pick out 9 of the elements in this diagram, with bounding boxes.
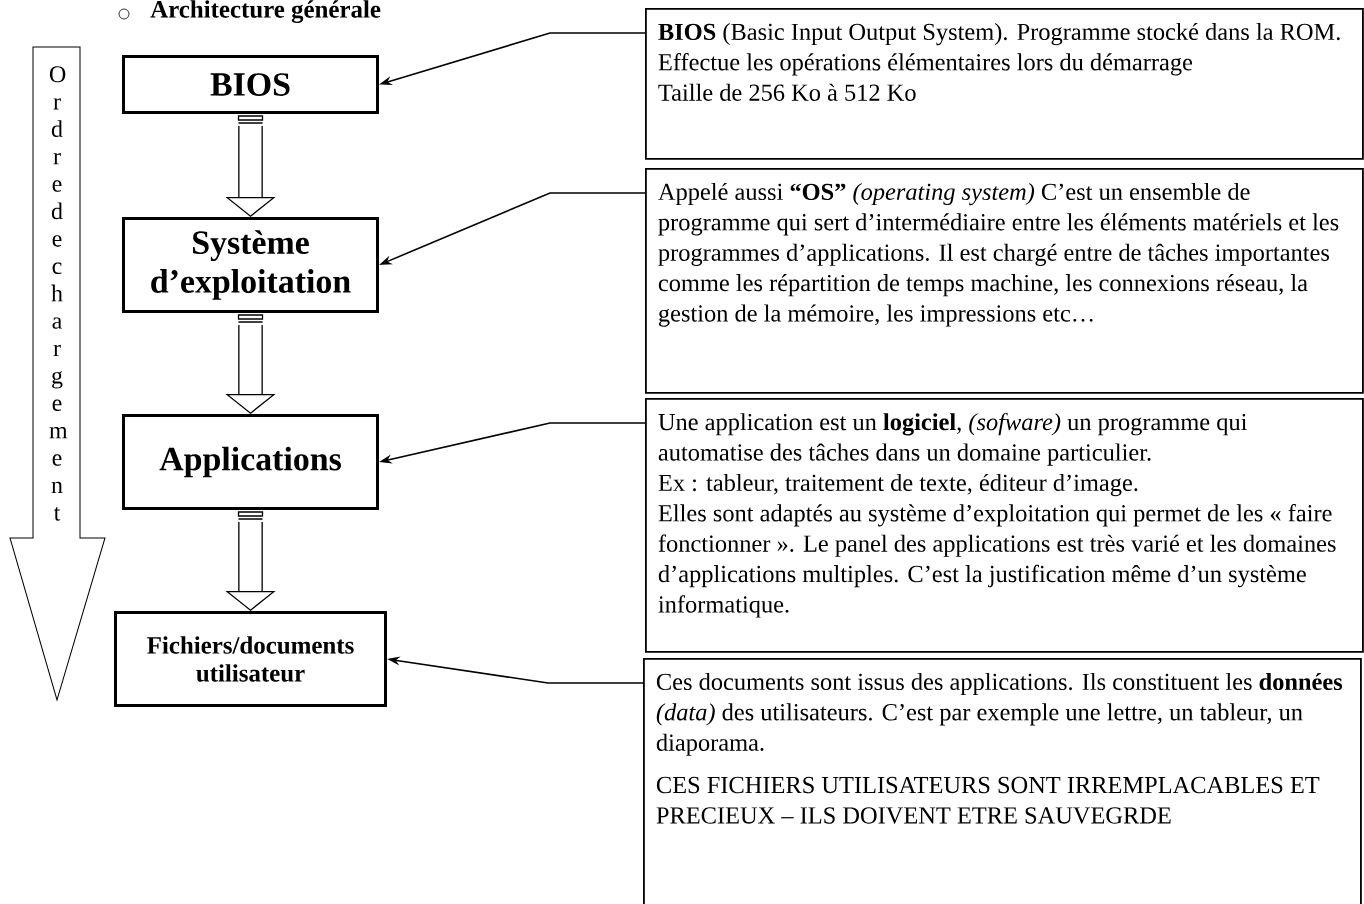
process-box: BIOS bbox=[122, 55, 379, 114]
process-box: Applications bbox=[122, 414, 379, 510]
title: Architecture générale bbox=[150, 0, 381, 23]
text-box: BIOS (Basic Input Output System). Programme stocké dans la ROM. Effectue les opérations élémentaires lors du démarrage Taille de 256 Ko à 512 Ko bbox=[645, 8, 1364, 160]
text-box: Ces documents sont issus des applications. Ils constituent les données (data) des utilisateurs. C’est par exemple une lettre, un tableur, un diaporama. CES FICHIERS UTILISATEURS SONT IRREMPLACABLES ET PRECIEUX – ILS DOIVENT ETRE SAUVEGRDE bbox=[643, 658, 1362, 904]
text-box: Appelé aussi “OS” (operating system) C’est un ensemble de programme qui sert d’intermédiaire entre les éléments matériels et les programmes d’applications. Il est chargé entre de tâches importantes comme les répartition de temps machine, les connexions réseau, la gestion de la mémoire, les impressions etc… bbox=[645, 168, 1364, 394]
process-box: Fichiers/documents utilisateur bbox=[114, 611, 387, 707]
process-box: Système d’exploitation bbox=[122, 217, 379, 313]
text-box: Une application est un logiciel, (sofware) un programme qui automatise des tâches dans un domaine particulier. Ex : tableur, traitement de texte, éditeur d’image. Elles sont adaptés au système d’exploitation qui permet de les « faire fonctionner ». Le panel des applications est très varié et les domaines d’applications multiples. C’est la justification même d’un système informatique. bbox=[645, 398, 1364, 653]
